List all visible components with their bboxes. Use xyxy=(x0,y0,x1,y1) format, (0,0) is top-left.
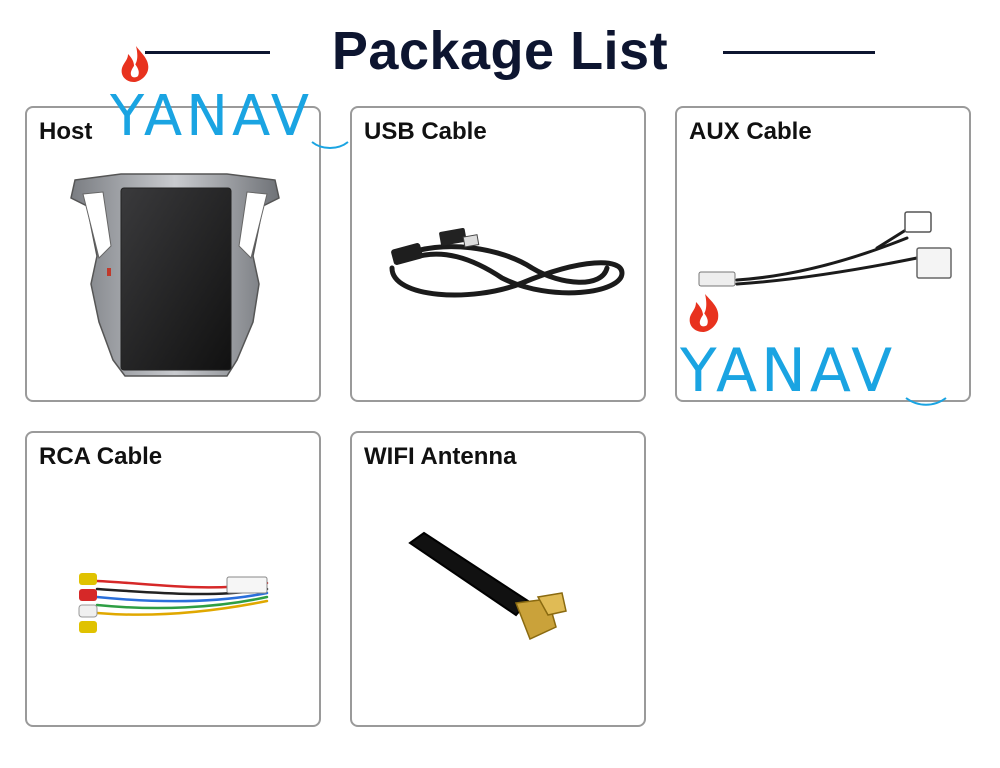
brand-logo: YANAV xyxy=(110,44,355,154)
usb-cable-icon xyxy=(389,228,625,298)
package-item-host: Host xyxy=(25,106,321,402)
item-label: RCA Cable xyxy=(39,443,163,470)
title-rule-right xyxy=(723,51,875,54)
rca-cable-icon xyxy=(78,573,269,633)
flame-icon xyxy=(689,294,719,332)
item-label: AUX Cable xyxy=(689,118,812,145)
flame-icon xyxy=(121,46,149,82)
swoosh-icon xyxy=(905,397,947,406)
aux-cable-icon xyxy=(698,211,952,287)
item-label: Host xyxy=(39,118,93,145)
package-item-rca-cable: RCA Cable xyxy=(25,431,321,727)
host-unit-icon xyxy=(70,173,280,377)
package-item-aux-cable: AUX Cable xyxy=(675,106,971,402)
brand-logo-text: YANAV xyxy=(110,84,314,149)
wifi-antenna-icon xyxy=(408,531,567,641)
item-label: WIFI Antenna xyxy=(364,443,517,470)
page-title: Package List xyxy=(331,21,669,81)
swoosh-icon xyxy=(311,141,349,149)
page-header: Package List xyxy=(0,0,1000,100)
title-rule-left xyxy=(145,51,270,54)
package-item-usb-cable: USB Cable xyxy=(350,106,646,402)
item-label: USB Cable xyxy=(364,118,487,145)
package-item-wifi-antenna: WIFI Antenna xyxy=(350,431,646,727)
brand-logo: YANAV xyxy=(680,292,970,412)
brand-logo-text: YANAV xyxy=(680,336,897,406)
